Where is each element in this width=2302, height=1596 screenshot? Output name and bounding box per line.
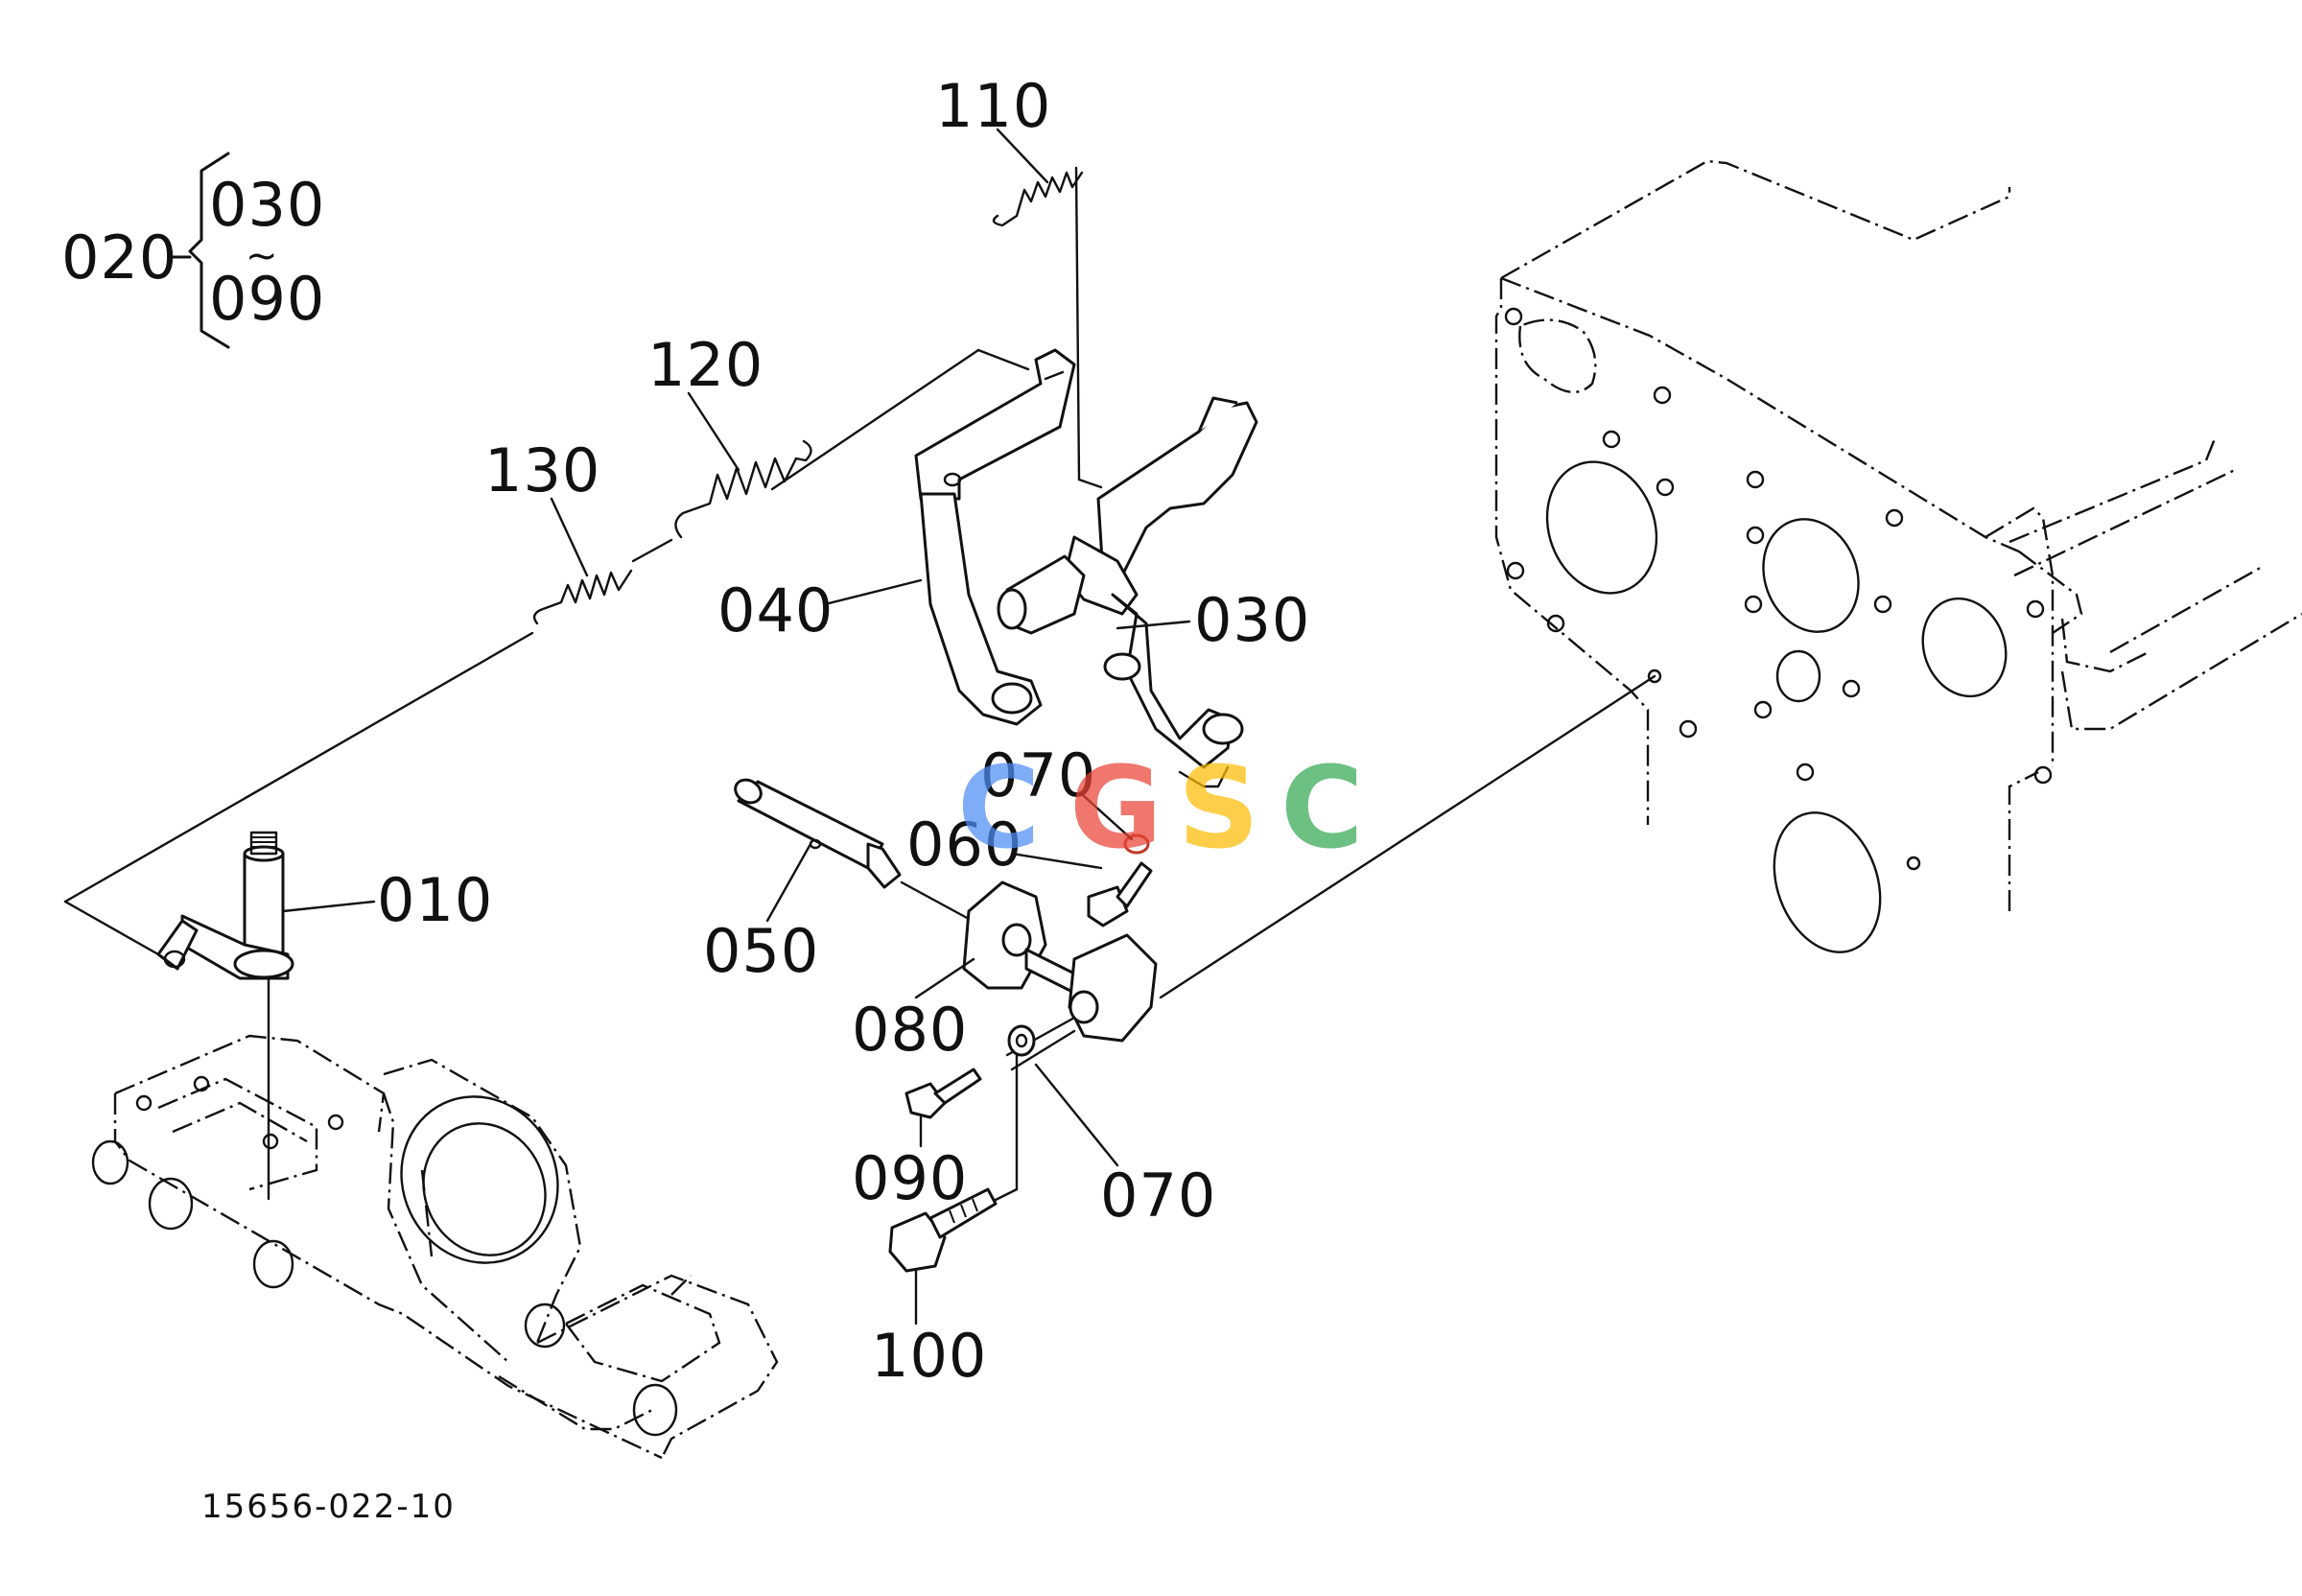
- part-080-bracket: [962, 880, 1158, 1043]
- group-range-end-label: 090: [209, 264, 325, 334]
- callout-040: 040: [717, 575, 834, 645]
- watermark-letter-c2: C: [1280, 741, 1364, 874]
- callout-010: 010: [377, 865, 493, 935]
- callout-130: 130: [484, 435, 600, 505]
- callout-090: 090: [852, 1143, 968, 1213]
- assembly-group-bracket: 020 030 ~ 090: [61, 152, 325, 349]
- part-050-pin: [734, 778, 902, 889]
- callout-labels: 110 120 130 040 030 010 070 060 050 080 …: [377, 71, 1310, 1391]
- callout-080: 080: [852, 995, 968, 1065]
- watermark-logo: C G S C: [957, 741, 1364, 874]
- watermark-letter-c1: C: [957, 741, 1041, 874]
- part-030-governor-lever: [997, 396, 1258, 788]
- part-100-bolt: [888, 1187, 998, 1273]
- part-040-governor-lever: [914, 348, 1076, 726]
- part-060-bolt: [1087, 861, 1153, 927]
- part-010-shaft-lever: [156, 831, 294, 980]
- assembly-lines: [63, 166, 1656, 1215]
- watermark-letter-g: G: [1069, 741, 1163, 874]
- callout-120: 120: [647, 330, 763, 400]
- callout-070-lower: 070: [1100, 1161, 1216, 1231]
- group-range-separator: ~: [246, 234, 279, 278]
- callout-060: 060: [906, 810, 1022, 880]
- part-110-spring: [992, 171, 1084, 227]
- callout-050: 050: [703, 916, 819, 986]
- callout-leaders: [281, 128, 1191, 1326]
- part-120-spring: [674, 439, 812, 539]
- group-parent-label: 020: [61, 223, 177, 293]
- engine-block: [1494, 159, 2302, 953]
- watermark-letter-s: S: [1178, 741, 1259, 874]
- figure-code: 15656-022-10: [201, 1488, 456, 1526]
- group-range-start-label: 030: [209, 170, 325, 240]
- callout-100: 100: [871, 1321, 987, 1391]
- callout-110: 110: [935, 71, 1051, 141]
- callout-030: 030: [1194, 585, 1310, 655]
- part-090-bolt: [904, 1068, 982, 1119]
- gear-case-housing: [91, 1034, 779, 1460]
- callout-070-upper: 070: [980, 740, 1096, 810]
- part-130-spring: [532, 569, 633, 625]
